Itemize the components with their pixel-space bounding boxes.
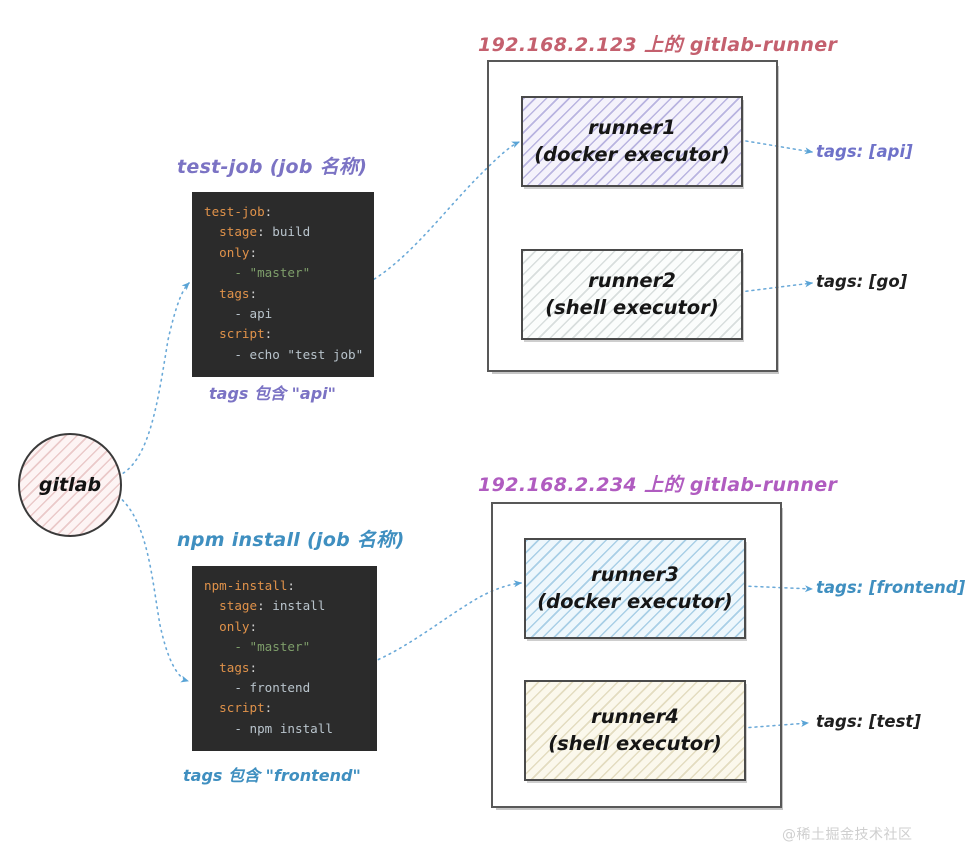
code-line: tags:	[204, 284, 362, 304]
code-punct: :	[257, 598, 265, 614]
code-punct: :	[249, 285, 258, 301]
runner1-name: runner1	[588, 115, 676, 139]
runner2-executor: (shell executor)	[545, 295, 719, 319]
code-key: script	[204, 326, 265, 342]
code-punct: :	[249, 659, 258, 675]
host-title-123: 192.168.2.123 上的 gitlab-runner	[478, 34, 838, 56]
code-punct: :	[264, 700, 273, 716]
code-line: stage: build	[204, 222, 362, 242]
code-block-npm-install: npm-install: stage: install only: - "mas…	[192, 566, 377, 752]
code-line: only:	[204, 243, 362, 263]
host-title-234: 192.168.2.234 上的 gitlab-runner	[478, 474, 838, 496]
code-value: build	[264, 224, 311, 240]
code-punct: :	[287, 578, 295, 593]
runner-box-runner2[interactable]: runner2 (shell executor)	[521, 249, 743, 340]
code-line: stage: install	[204, 596, 365, 616]
code-value: install	[264, 598, 326, 614]
code-punct: :	[249, 244, 258, 260]
code-value: - echo "test job"	[204, 346, 364, 362]
connector-gitlab-to-test-job	[117, 282, 190, 477]
code-key: npm-install	[204, 578, 288, 593]
code-value: - frontend	[204, 680, 311, 696]
code-key: tags	[204, 285, 250, 301]
runner4-executor: (shell executor)	[548, 731, 722, 755]
host-container-234	[491, 502, 782, 808]
code-line: - "master"	[204, 263, 362, 283]
code-line: - echo "test job"	[204, 345, 364, 365]
code-key: tags	[204, 659, 250, 675]
runner-box-runner1[interactable]: runner1 (docker executor)	[521, 96, 743, 187]
code-line: npm-install:	[204, 576, 365, 596]
code-line: script:	[204, 324, 362, 344]
code-punct: :	[264, 204, 273, 219]
runner-box-runner3[interactable]: runner3 (docker executor)	[524, 538, 746, 639]
code-line: - api	[204, 304, 362, 324]
runner2-name: runner2	[588, 268, 676, 292]
runner3-name: runner3	[591, 562, 679, 586]
tags-label-runner1: tags: [api]	[816, 142, 913, 161]
code-key: script	[204, 700, 265, 716]
code-key: only	[204, 618, 250, 634]
host-container-123	[487, 60, 778, 372]
code-punct: :	[249, 618, 258, 634]
runner-box-runner4[interactable]: runner4 (shell executor)	[524, 680, 746, 781]
runner1-executor: (docker executor)	[534, 142, 730, 166]
gitlab-node-label: gitlab	[38, 474, 102, 496]
code-line: - "master"	[204, 637, 365, 657]
code-line: - frontend	[204, 678, 365, 698]
code-line: - npm install	[204, 719, 365, 739]
code-line: only:	[204, 617, 365, 637]
code-value: - "master"	[204, 265, 311, 281]
tags-label-runner4: tags: [test]	[816, 712, 921, 731]
gitlab-node[interactable]: gitlab	[18, 433, 122, 537]
runner3-executor: (docker executor)	[537, 589, 733, 613]
job-title-npm-install: npm install (job 名称)	[177, 529, 405, 551]
watermark: @稀土掘金技术社区	[782, 827, 913, 843]
code-line: tags:	[204, 658, 365, 678]
code-key: stage	[204, 598, 258, 614]
code-value: - "master"	[204, 639, 311, 655]
code-key: only	[204, 244, 250, 260]
code-line: script:	[204, 698, 365, 718]
tags-label-runner2: tags: [go]	[816, 272, 908, 291]
code-punct: :	[257, 224, 265, 240]
code-block-test-job: test-job: stage: build only: - "master" …	[192, 192, 374, 378]
code-value: - npm install	[204, 720, 333, 736]
runner4-name: runner4	[591, 704, 679, 728]
job-title-test-job: test-job (job 名称)	[177, 156, 368, 178]
code-value: - api	[204, 306, 273, 322]
tags-label-runner3: tags: [frontend]	[816, 578, 966, 597]
code-punct: :	[264, 326, 273, 342]
caption-test-job: tags 包含 "api"	[209, 384, 336, 403]
code-key: test-job	[204, 204, 265, 219]
caption-npm-install: tags 包含 "frontend"	[183, 766, 361, 785]
code-line: test-job:	[204, 202, 362, 222]
code-key: stage	[204, 224, 258, 240]
connector-gitlab-to-npm-install	[117, 495, 189, 683]
